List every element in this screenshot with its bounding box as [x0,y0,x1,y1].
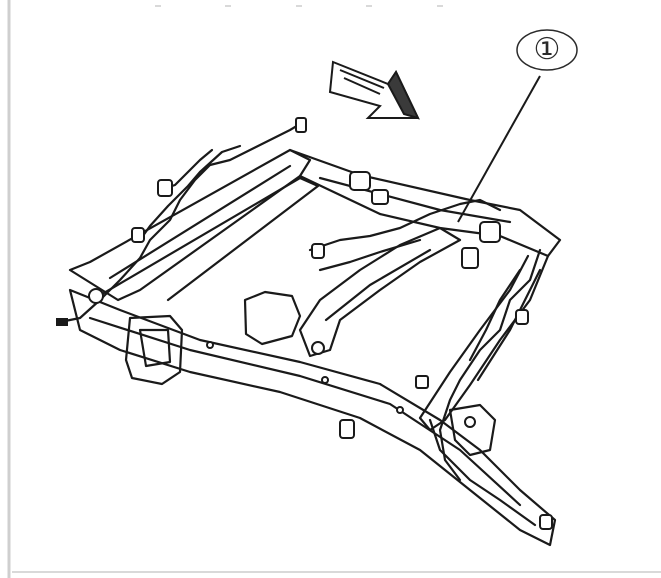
callout-leader-line [457,75,541,223]
connector [339,419,355,439]
wiring-harness-right [438,248,542,482]
bolt-hole [396,406,404,414]
connector [157,179,173,197]
connector [539,514,553,530]
front-mount-bracket [124,314,184,386]
bolt-hole [321,376,329,384]
front-crossmember [288,148,562,258]
connector [515,309,529,325]
bolt-hole [311,341,325,355]
rear-mount-bracket [448,403,497,457]
wiring-harness-center [308,198,502,252]
bolt-hole [464,416,476,428]
connector [131,227,145,243]
connector [349,171,371,191]
center-crossmember [298,226,462,358]
callout-circle [516,29,578,71]
callout-number-label: ① [533,32,561,67]
connector [311,243,325,259]
connector [371,189,389,205]
wiring-harness-left [58,122,302,324]
connector [415,375,429,389]
forward-arrow-icon [328,60,420,120]
center-mount-pad [243,290,302,346]
bolt-hole [88,288,104,304]
left-frame-rail [68,148,312,302]
connector [295,117,307,133]
connector-plug-left [56,318,68,326]
bolt-hole [206,341,214,349]
connector [479,221,501,243]
near-frame-rail [68,288,557,547]
connector [461,247,479,269]
